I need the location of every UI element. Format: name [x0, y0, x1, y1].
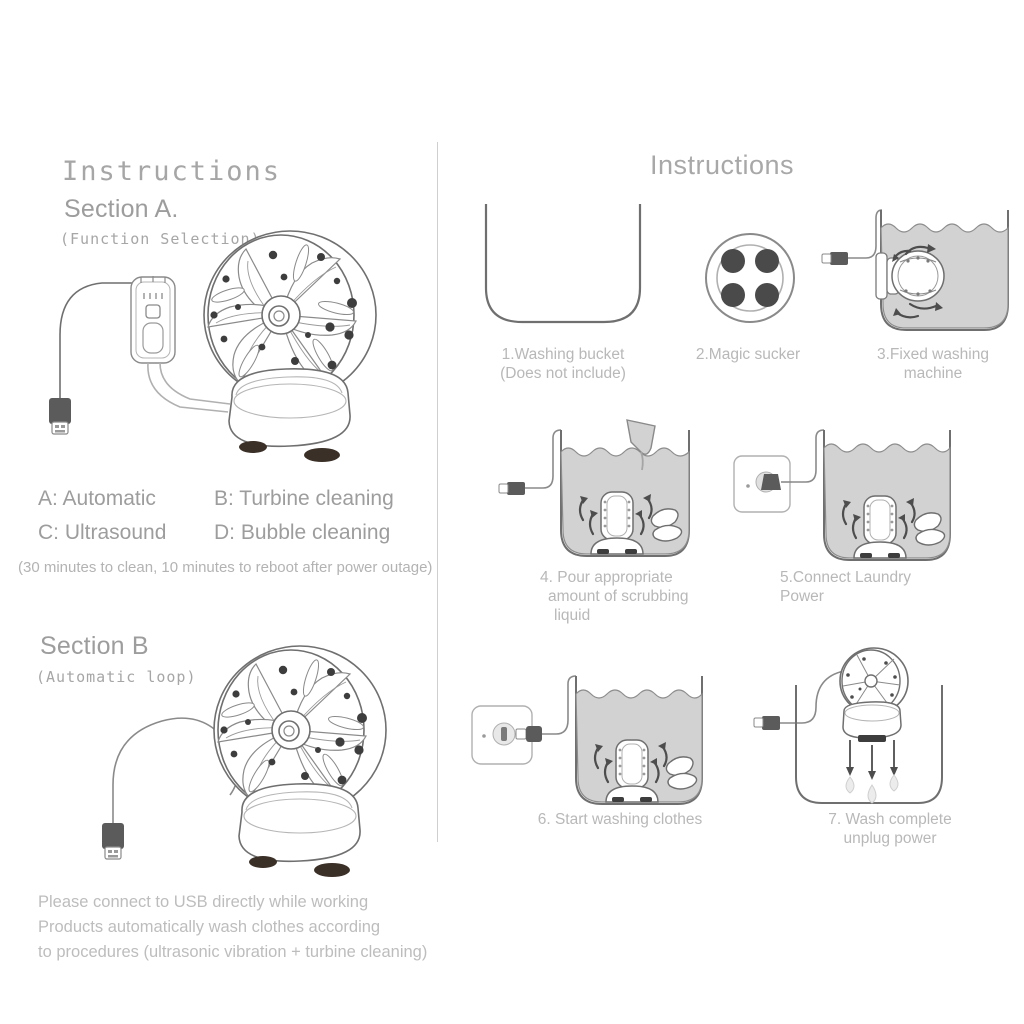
mode-item-b: B: Turbine cleaning — [214, 487, 394, 510]
mode-item-d: D: Bubble cleaning — [214, 521, 391, 544]
step-1-caption: 1.Washing bucket (Does not include) — [500, 346, 626, 382]
device-base — [228, 368, 351, 448]
step-6-caption: 6. Start washing clothes — [537, 811, 703, 828]
usb-plug-icon — [498, 482, 525, 495]
step-7-illustration — [752, 645, 972, 815]
panel-divider — [437, 142, 438, 842]
section-a-note: (30 minutes to clean, 10 minutes to rebo… — [18, 559, 433, 576]
usb-cable — [59, 282, 135, 400]
section-a-heading: Section A. — [64, 195, 179, 223]
left-instructions-heading: Instructions — [62, 156, 282, 187]
water-droplets — [845, 774, 899, 804]
section-a-illustration — [40, 215, 420, 475]
drip-arrows — [849, 740, 895, 775]
section-b-paragraph: Please connect to USB directly while wor… — [38, 893, 428, 961]
step-5-illustration — [728, 429, 958, 570]
step-7-caption: 7. Wash complete unplug power — [828, 811, 952, 847]
empty-bucket — [795, 685, 943, 804]
suction-feet — [249, 856, 350, 877]
scrubbing-liquid-cup — [626, 419, 656, 471]
usb-cable — [542, 675, 577, 735]
power-plug-icon — [515, 726, 542, 742]
suction-feet — [239, 441, 340, 462]
mode-item-c: C: Ultrasound — [38, 521, 167, 544]
step-1-illustration — [478, 200, 648, 335]
washer-device-in-bucket — [853, 495, 907, 559]
turbine-slits — [221, 659, 365, 793]
section-b-subheading: (Automatic loop) — [36, 668, 197, 686]
step-2-caption: 2.Magic sucker — [695, 346, 801, 363]
suction-cups — [721, 249, 779, 307]
step-5-caption: 5.Connect Laundry Power — [780, 569, 911, 605]
power-outlet-panel — [471, 705, 533, 765]
mode-item-a: A: Automatic — [38, 487, 156, 510]
device-cable — [147, 362, 231, 413]
step-4-caption: 4. Pour appropriate amount of scrubbing … — [540, 569, 689, 624]
mode-indicator-ticks — [143, 293, 163, 299]
usb-plug-icon — [49, 398, 71, 435]
section-a-subheading: (Function Selection) — [60, 230, 261, 248]
step-6-illustration — [468, 672, 708, 812]
washer-device-mounted — [875, 250, 945, 302]
power-plug-icon — [761, 474, 792, 490]
clothes — [913, 512, 946, 546]
usb-plug-icon — [821, 252, 848, 265]
step-2-illustration — [700, 228, 800, 328]
power-outlet-panel — [733, 455, 791, 513]
arrow-heads — [892, 244, 943, 316]
clothes — [650, 508, 683, 542]
section-b-illustration — [80, 635, 420, 885]
step-4-illustration — [495, 418, 705, 568]
usb-plug-icon — [753, 716, 780, 730]
usb-plug-icon — [102, 823, 124, 860]
usb-cable — [792, 429, 825, 483]
step-3-caption: 3.Fixed washing machine — [876, 346, 989, 382]
washer-device-in-bucket — [605, 739, 659, 803]
turbine-washer-device — [203, 230, 377, 462]
turbine-washer-device-lifted — [839, 647, 909, 742]
section-b-heading: Section B — [40, 632, 149, 660]
step-3-illustration — [818, 196, 1018, 346]
left-panel-title: Instructions — [62, 156, 281, 187]
clothes — [665, 756, 698, 790]
inline-switch-controller[interactable] — [130, 276, 176, 364]
turbine-washer-device — [213, 645, 387, 877]
usb-cable — [778, 666, 871, 724]
usb-cable — [846, 209, 883, 259]
right-panel-title: Instructions — [650, 150, 795, 180]
usb-cable — [523, 429, 562, 489]
device-base — [238, 783, 361, 863]
washer-device-in-bucket — [590, 491, 644, 555]
turbine-slits — [211, 244, 355, 378]
